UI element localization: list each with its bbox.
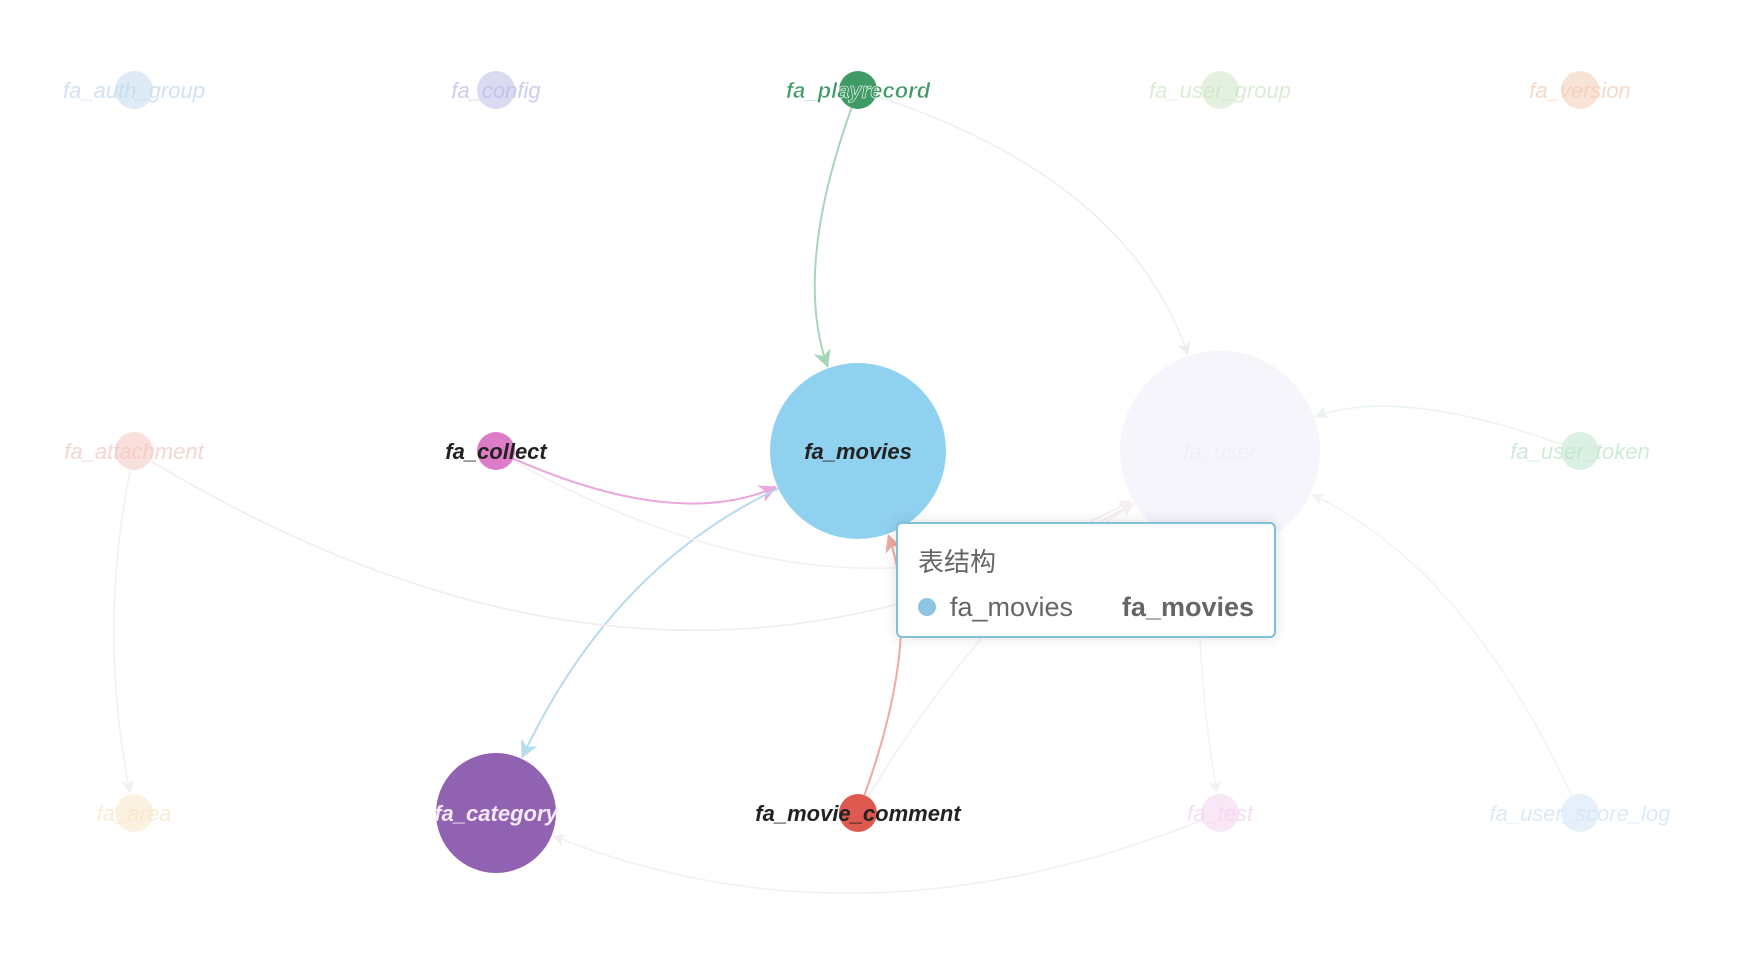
node-label-fa_area: fa_area — [97, 801, 172, 826]
node-fa_user_group[interactable]: fa_user_group — [1149, 71, 1291, 109]
node-circle-fa_version[interactable] — [1561, 71, 1599, 109]
node-fa_test[interactable]: fa_test — [1187, 794, 1254, 832]
edge-fa_test-to-fa_category — [552, 819, 1203, 894]
node-label-fa_config: fa_config — [451, 78, 541, 103]
node-label-fa_category: fa_category — [434, 801, 559, 826]
node-fa_config[interactable]: fa_config — [451, 71, 541, 109]
node-label-fa_user_group: fa_user_group — [1149, 78, 1291, 103]
node-label-fa_user_score_log: fa_user_score_log — [1489, 801, 1671, 826]
node-circle-fa_playrecord[interactable] — [839, 71, 877, 109]
tooltip-value: fa_movies — [1121, 591, 1254, 622]
node-circle-fa_user_token[interactable] — [1561, 432, 1599, 470]
edge-fa_user_score_log-to-fa_user — [1310, 493, 1573, 797]
node-circle-fa_user_score_log[interactable] — [1561, 794, 1599, 832]
node-label-fa_test: fa_test — [1187, 801, 1254, 826]
node-fa_playrecord[interactable]: fa_playrecord — [786, 71, 931, 109]
tooltip-series-dot — [918, 598, 936, 616]
node-label-fa_attachment: fa_attachment — [64, 439, 204, 464]
node-circle-fa_movies[interactable] — [770, 363, 946, 539]
node-fa_collect[interactable]: fa_collect — [445, 432, 548, 470]
node-fa_attachment[interactable]: fa_attachment — [64, 432, 205, 470]
edge-fa_movies-to-fa_category — [521, 487, 779, 759]
node-label-fa_collect: fa_collect — [445, 439, 548, 464]
node-circle-fa_collect[interactable] — [477, 432, 515, 470]
node-circle-fa_movie_comment[interactable] — [839, 794, 877, 832]
node-circle-fa_category[interactable] — [436, 753, 556, 873]
edge-fa_collect-to-fa_movies — [512, 457, 778, 505]
tooltip-series-name: fa_movies — [950, 591, 1074, 622]
node-circle-fa_config[interactable] — [477, 71, 515, 109]
node-circle-fa_user_group[interactable] — [1201, 71, 1239, 109]
node-circle-fa_area[interactable] — [115, 794, 153, 832]
node-label-fa_movies: fa_movies — [804, 439, 912, 464]
node-label-fa_auth_group: fa_auth_group — [63, 78, 205, 103]
edge-fa_playrecord-to-fa_movies — [813, 107, 853, 369]
edges-layer — [113, 95, 1573, 894]
node-label-fa_user_token: fa_user_token — [1510, 439, 1649, 464]
node-label-fa_version: fa_version — [1529, 78, 1631, 103]
node-fa_movies[interactable]: fa_movies — [770, 363, 946, 539]
nodes-layer: fa_auth_group fa_config fa_playrecord fa_us… — [63, 71, 1671, 873]
node-fa_auth_group[interactable]: fa_auth_group — [63, 71, 205, 109]
edge-fa_user_token-to-fa_user — [1314, 405, 1563, 446]
node-label-fa_playrecord: fa_playrecord — [786, 78, 931, 103]
node-fa_user_score_log[interactable]: fa_user_score_log — [1489, 794, 1671, 832]
node-tooltip: 表结构 fa_movies fa_movies — [896, 522, 1276, 638]
node-fa_version[interactable]: fa_version — [1529, 71, 1631, 109]
edge-fa_movie_comment-to-fa_movies — [863, 533, 903, 796]
edge-fa_attachment-to-fa_area — [113, 469, 135, 794]
node-fa_category[interactable]: fa_category — [434, 753, 560, 873]
node-circle-fa_user[interactable] — [1120, 351, 1320, 551]
edge-fa_playrecord-to-fa_user — [875, 95, 1191, 356]
node-circle-fa_auth_group[interactable] — [115, 71, 153, 109]
node-fa_user_token[interactable]: fa_user_token — [1510, 432, 1650, 470]
node-fa_area[interactable]: fa_area — [97, 794, 172, 832]
node-label-fa_user: fa_user — [1183, 439, 1258, 464]
node-fa_movie_comment[interactable]: fa_movie_comment — [755, 794, 962, 832]
tooltip-title: 表结构 — [918, 548, 997, 578]
node-circle-fa_test[interactable] — [1201, 794, 1239, 832]
node-label-fa_movie_comment: fa_movie_comment — [755, 801, 962, 826]
tooltip-row: fa_movies fa_movies — [918, 590, 1254, 624]
node-circle-fa_attachment[interactable] — [115, 432, 153, 470]
node-fa_user[interactable]: fa_user — [1120, 351, 1320, 551]
